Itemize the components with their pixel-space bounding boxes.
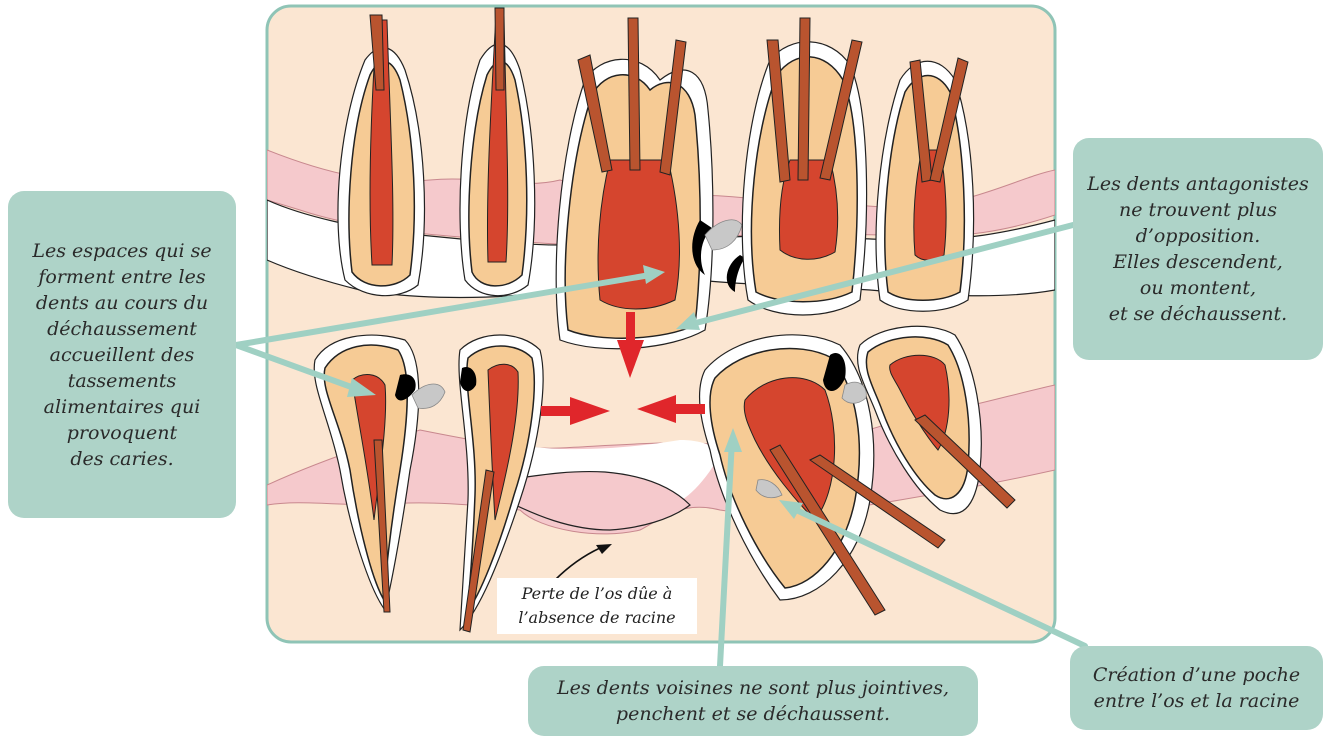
callout-food-packing-text: Les espaces qui se forment entre les den… xyxy=(32,238,211,472)
callout-neighbor-teeth-text: Les dents voisines ne sont plus jointive… xyxy=(557,675,949,727)
tartar-lower-3 xyxy=(842,382,866,403)
callout-antagonist-teeth-text: Les dents antagonistes ne trouvent plus … xyxy=(1087,171,1309,327)
callout-neighbor-teeth: Les dents voisines ne sont plus jointive… xyxy=(528,666,978,736)
bone-loss-label: Perte de l’os dûe à l’absence de racine xyxy=(497,578,697,634)
callout-pocket-text: Création d’une poche entre l’os et la ra… xyxy=(1093,662,1300,714)
callout-food-packing: Les espaces qui se forment entre les den… xyxy=(8,191,236,518)
callout-pocket: Création d’une poche entre l’os et la ra… xyxy=(1070,646,1323,730)
callout-antagonist-teeth: Les dents antagonistes ne trouvent plus … xyxy=(1073,138,1323,360)
